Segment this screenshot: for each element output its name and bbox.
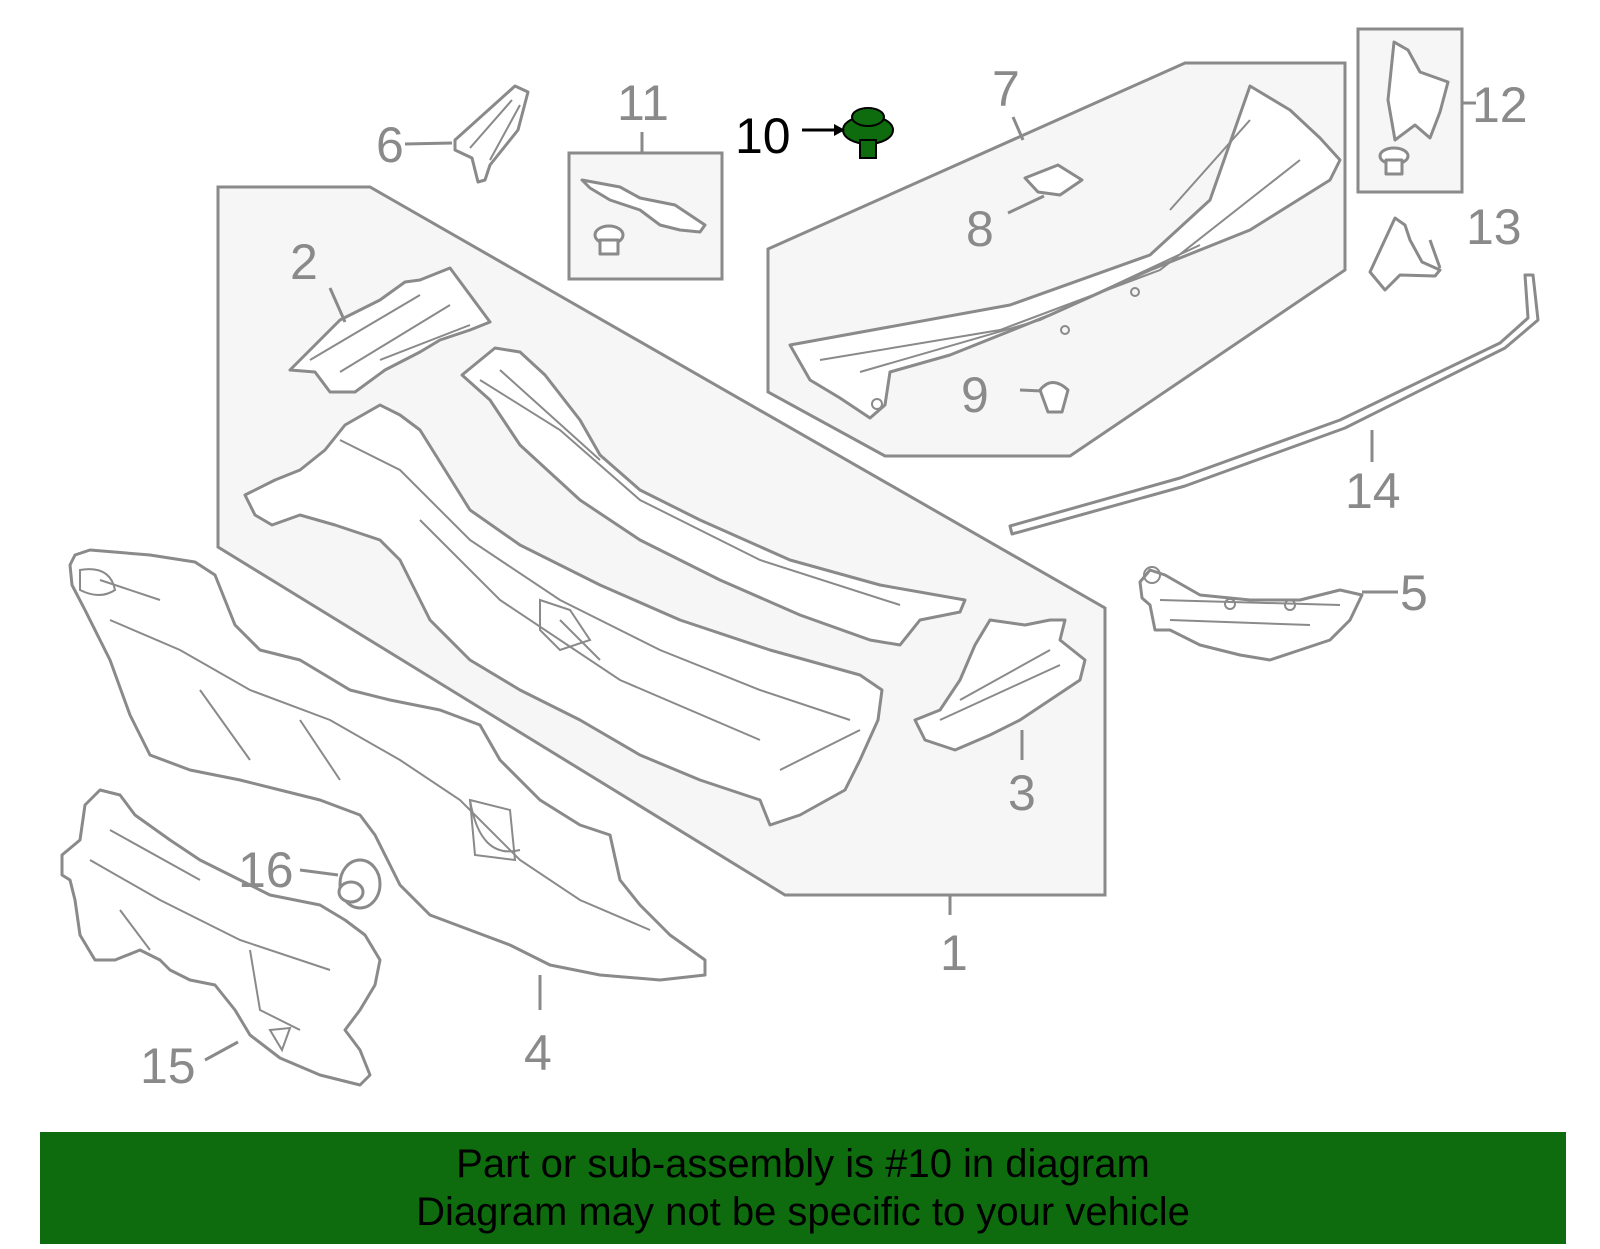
callout-1: 1 (940, 925, 968, 981)
part-9-clip[interactable] (1038, 381, 1070, 414)
part-14-weatherstrip[interactable] (1008, 273, 1540, 536)
part-1-cowl-lower[interactable] (243, 403, 884, 827)
banner-line-2: Diagram may not be specific to your vehi… (416, 1190, 1190, 1234)
part-4-dash-panel[interactable] (68, 548, 707, 982)
callout-11: 11 (617, 75, 669, 131)
part-2-reinforcement[interactable] (288, 266, 492, 394)
callout-10: 10 (735, 108, 791, 164)
callout-3: 3 (1008, 765, 1036, 821)
callout-13: 13 (1466, 199, 1522, 255)
part-12-bracket[interactable] (1378, 40, 1450, 176)
part-5-side-member[interactable] (1138, 566, 1364, 662)
part-6-bracket[interactable] (453, 84, 530, 184)
callout-14: 14 (1345, 463, 1401, 519)
callout-9: 9 (961, 367, 989, 423)
callout-8: 8 (966, 201, 994, 257)
callout-12: 12 (1472, 77, 1528, 133)
info-banner: Part or sub-assembly is #10 in diagram D… (40, 1132, 1566, 1244)
callout-6: 6 (376, 117, 404, 173)
part-3-side-bracket[interactable] (913, 618, 1087, 752)
part-13-bracket[interactable] (1368, 216, 1442, 292)
callout-15: 15 (140, 1038, 196, 1094)
callout-7: 7 (992, 61, 1020, 117)
part-7-cowl-cover[interactable] (788, 84, 1342, 420)
part-1-cowl-upper[interactable] (460, 346, 967, 647)
part-8-pad[interactable] (1023, 163, 1084, 197)
part-15-insulator[interactable] (60, 788, 382, 1087)
callout-2: 2 (290, 234, 318, 290)
banner-line-1: Part or sub-assembly is #10 in diagram (456, 1142, 1150, 1186)
part-11-panel[interactable] (580, 178, 707, 256)
part-16-grommet[interactable] (337, 858, 382, 910)
callout-16: 16 (238, 842, 294, 898)
callout-5: 5 (1400, 565, 1428, 621)
part-10-clip[interactable] (842, 107, 894, 159)
callout-4: 4 (524, 1025, 552, 1081)
leader-lines (204, 101, 1476, 1062)
